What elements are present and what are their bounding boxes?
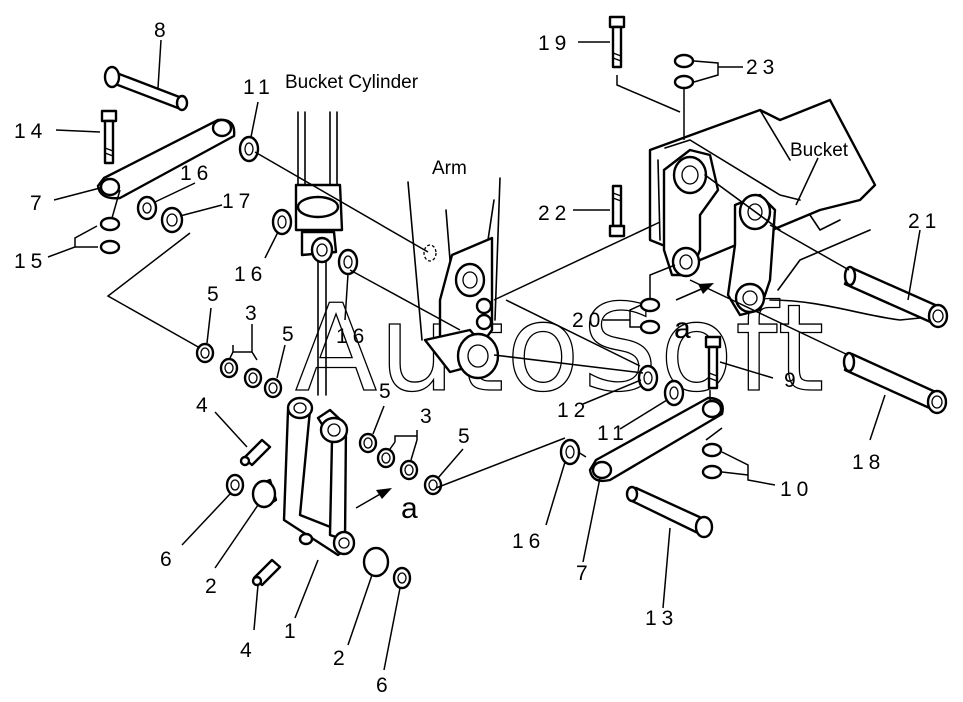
seal-6-left (225, 473, 245, 497)
ref-a-upper: a (674, 312, 691, 345)
bushing-2-left (251, 478, 278, 509)
nut-15a (99, 216, 121, 232)
washer-16-cyl-right (337, 248, 359, 276)
bucket-cylinder (294, 111, 344, 396)
bolt-19 (608, 15, 626, 69)
callout-11-upper: 11 (243, 76, 275, 99)
ref-a-lower: a (401, 492, 418, 525)
callout-16-cyl-right: 16 (336, 325, 369, 348)
callout-6-left: 6 (160, 548, 177, 571)
bushing-2-right (362, 546, 390, 578)
callout-5-mid-b: 5 (458, 425, 475, 448)
nut-23b (673, 74, 695, 90)
callout-16-lower: 16 (512, 530, 545, 553)
callout-9: 9 (784, 369, 801, 392)
callout-8: 8 (154, 19, 171, 42)
callout-1: 1 (284, 620, 301, 643)
seal-5-left (195, 342, 215, 364)
washer-11-upper (238, 135, 260, 163)
link-1 (282, 396, 356, 557)
seal-5-left-b (263, 377, 283, 399)
link-7-upper (96, 118, 236, 200)
callout-7-upper: 7 (30, 192, 47, 215)
callout-15: 15 (14, 250, 47, 273)
hidden-hole (423, 244, 437, 262)
nut-10b (701, 464, 723, 480)
callout-2-right: 2 (333, 647, 350, 670)
pin-13 (625, 485, 714, 539)
seal-6-right (392, 566, 412, 590)
bushing-3-left-b (243, 367, 263, 389)
callout-12: 12 (557, 399, 590, 422)
link-7-lower (588, 396, 724, 483)
nut-20b (639, 319, 661, 335)
arrow-a-right (675, 283, 714, 301)
bushing-3-left-a (219, 357, 239, 379)
washer-16-lower (559, 438, 581, 466)
callout-4-lower: 4 (240, 639, 257, 662)
bolt-9 (704, 335, 722, 390)
washer-16-upper (136, 195, 158, 221)
callout-7-lower: 7 (576, 562, 593, 585)
callout-10: 10 (780, 478, 813, 501)
bolt-22 (608, 184, 626, 238)
bushing-3-mid-a (376, 447, 396, 469)
callout-16-upper: 16 (180, 162, 213, 185)
grease-fitting-4-upper (239, 438, 272, 467)
grease-fitting-4-lower (251, 558, 282, 587)
callout-2-left: 2 (205, 575, 222, 598)
callout-21: 21 (908, 210, 941, 233)
washer-12 (637, 364, 659, 392)
assembly-lines (106, 75, 850, 489)
arrow-a-left (355, 488, 392, 509)
callout-18: 18 (852, 451, 885, 474)
callout-20: 20 (572, 309, 605, 332)
callout-5-mid: 5 (379, 380, 396, 403)
seal-5-mid (358, 432, 378, 454)
callout-23: 23 (746, 56, 779, 79)
label-bucket-cylinder: Bucket Cylinder (285, 72, 419, 93)
bolt-14 (100, 109, 118, 165)
washer-17 (160, 206, 184, 234)
pin-21 (843, 265, 949, 329)
callout-17: 17 (222, 190, 255, 213)
callout-5-left-b: 5 (282, 323, 299, 346)
label-arm: Arm (432, 158, 467, 179)
callout-13: 13 (645, 607, 678, 630)
callout-11-lower: 11 (597, 422, 629, 445)
nut-20a (639, 297, 661, 313)
callout-5-left: 5 (207, 283, 224, 306)
nut-23a (673, 53, 695, 69)
callout-6-right: 6 (376, 674, 393, 697)
callout-3-mid: 3 (420, 405, 437, 428)
label-bucket: Bucket (790, 140, 849, 161)
seal-5-mid-b (423, 474, 443, 496)
callout-leaders (47, 39, 921, 671)
arm (407, 177, 501, 380)
callout-14: 14 (14, 120, 47, 143)
washer-11-lower (663, 379, 685, 407)
pin-18 (842, 351, 948, 415)
nut-10a (701, 442, 723, 458)
callout-3-left: 3 (245, 302, 262, 325)
callout-19: 19 (538, 32, 571, 55)
callout-16-cyl: 16 (234, 263, 267, 286)
callout-4-upper: 4 (196, 394, 213, 417)
bushing-3-mid-b (399, 459, 419, 481)
pin-8 (103, 65, 189, 112)
washer-16-cyl (271, 208, 293, 236)
nut-15b (99, 239, 121, 255)
callout-22: 22 (538, 202, 571, 225)
